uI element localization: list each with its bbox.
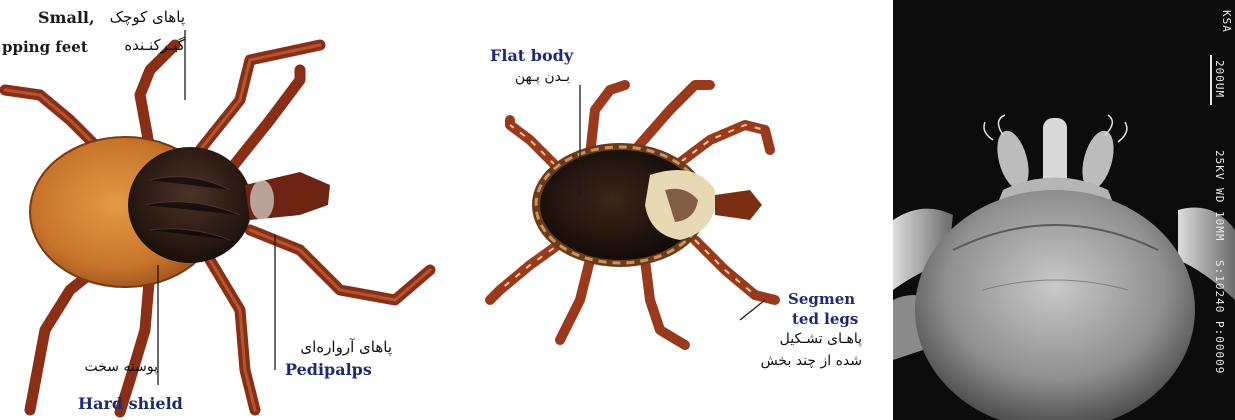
flat-body-label-en: Flat body [490,48,573,65]
small-feet-label-en-1: Small, [38,10,95,27]
small-feet-label-en-2: pping feet [2,40,88,56]
segmented-legs-label-fa-2: شده از چند بخش [732,354,862,369]
tick-diagram-middle: Flat body بـدن پـهن Segmen ted legs پاهـ… [470,0,870,420]
segmented-legs-label-fa-1: پاهـای تشـکیل [742,332,862,347]
scale-bar-text: 200UM [1213,60,1226,98]
sem-micrograph: 200UM KSA 25KV WD 10MM S:10240 P:00009 [893,0,1235,420]
small-feet-label-fa-2: گیـرکنـنده [95,38,185,54]
sem-metadata-2: S:10240 P:00009 [1213,260,1226,374]
pedipalps-label-fa: پاهای آرواره‌ای [282,340,392,356]
pedipalps-label-en: Pedipalps [285,362,372,379]
hard-shield-label-en: Hard shield [78,396,183,413]
segmented-legs-label-en-1: Segmen [788,292,855,308]
sem-metadata-1: 25KV WD 10MM [1213,150,1226,241]
scale-label-text: KSA [1220,10,1233,33]
flat-body-label-fa: بـدن پـهن [490,70,570,85]
tick-diagram-left: Small, pping feet پاهای کوچک گیـرکنـنده … [0,0,440,420]
tick-illustration-left [0,0,440,420]
segmented-legs-label-en-2: ted legs [792,312,858,328]
sem-tick-image [893,0,1235,420]
hard-shield-label-fa: پوسته سخت [80,360,158,375]
small-feet-label-fa-1: پاهای کوچک [95,10,185,26]
